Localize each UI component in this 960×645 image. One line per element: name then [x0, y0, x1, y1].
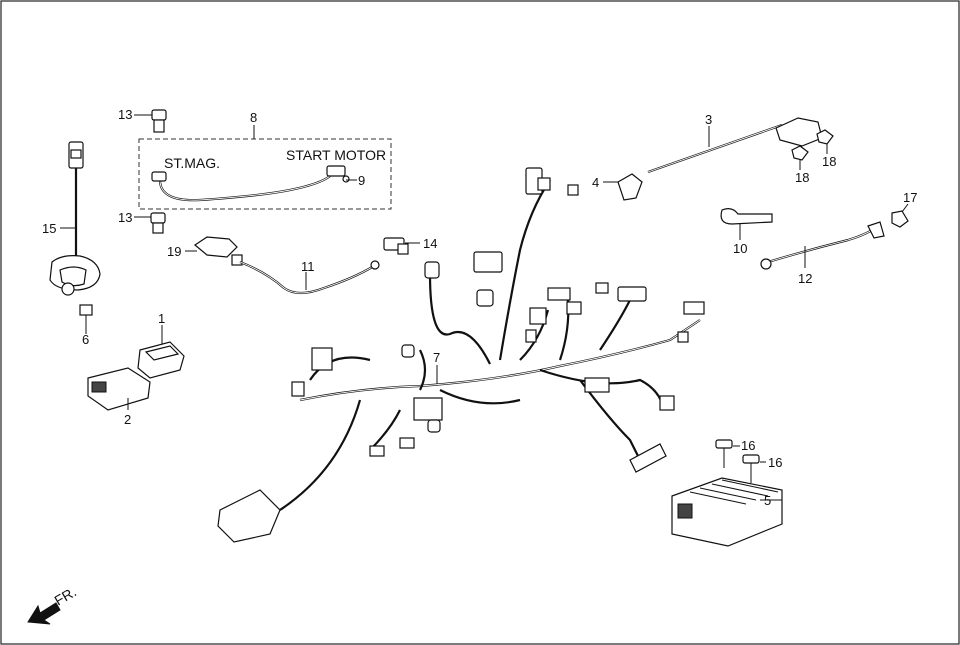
callout-13-lower: 13 [118, 210, 132, 225]
callout-17: 17 [903, 190, 917, 205]
callout-19: 19 [167, 244, 181, 259]
start-magnet-label: ST.MAG. [164, 155, 220, 171]
part-17-bolt [891, 210, 909, 228]
part-2-connector [87, 367, 151, 411]
callout-18-right: 18 [822, 154, 836, 169]
start-motor-label: START MOTOR [286, 147, 386, 163]
part-16-bolt-lower [742, 454, 760, 483]
part-13-bolt-upper [151, 109, 167, 133]
callout-11: 11 [301, 259, 315, 274]
callout-7: 7 [433, 350, 440, 365]
part-14-connector [383, 237, 409, 255]
callout-10: 10 [733, 241, 747, 256]
callout-12: 12 [798, 271, 812, 286]
callout-18-left: 18 [795, 170, 809, 185]
part-11-cable [239, 260, 380, 295]
part-13-bolt-lower [150, 212, 166, 234]
part-9-start-cable [151, 165, 350, 202]
leader-lines [60, 114, 909, 501]
callout-15: 15 [42, 221, 56, 236]
callout-8: 8 [250, 110, 257, 125]
callout-13-upper: 13 [118, 107, 132, 122]
part-1-connector-cover [137, 341, 185, 379]
part-12-ground-cable [760, 221, 885, 270]
part-8-group-box [138, 138, 392, 210]
callout-9: 9 [358, 173, 365, 188]
callout-6: 6 [82, 332, 89, 347]
callout-16-lower: 16 [768, 455, 782, 470]
part-15-switch-assembly [49, 141, 101, 296]
part-18-bolt-right [816, 129, 834, 145]
callout-16-upper: 16 [741, 438, 755, 453]
part-3-ignition-lead [647, 117, 823, 174]
part-5-regulator [671, 477, 783, 547]
callout-5: 5 [764, 493, 771, 508]
callout-1: 1 [158, 311, 165, 326]
callout-4: 4 [592, 175, 599, 190]
part-6-bolt [79, 304, 93, 330]
callout-3: 3 [705, 112, 712, 127]
front-direction-arrow-icon [27, 602, 61, 625]
part-10-clamp [720, 208, 773, 225]
part-4-plug-cap [617, 173, 643, 201]
callout-14: 14 [423, 236, 437, 251]
part-16-bolt-upper [715, 439, 733, 468]
callout-2: 2 [124, 412, 131, 427]
part-19-terminal-clip [193, 236, 243, 266]
part-7-main-harness [217, 167, 705, 543]
part-18-bolt-left [791, 145, 809, 161]
